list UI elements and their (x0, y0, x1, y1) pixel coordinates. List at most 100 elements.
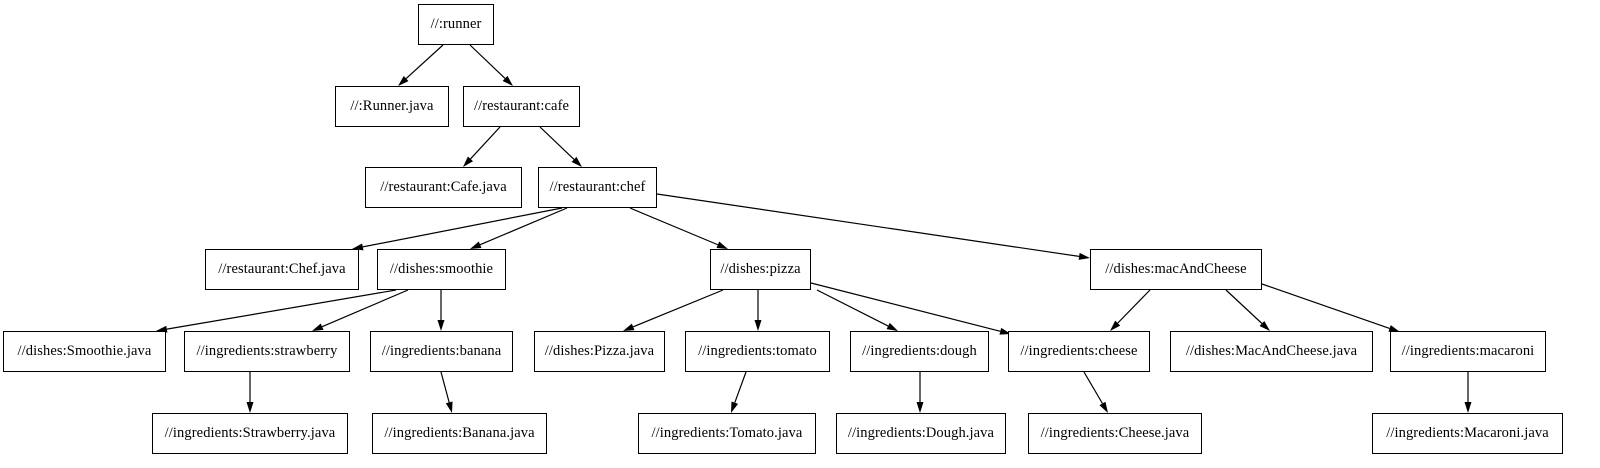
arrowhead-icon (1464, 402, 1472, 413)
edge-line (629, 207, 719, 246)
graph-node-ingredients-cheese-java[interactable]: //ingredients:Cheese.java (1028, 413, 1202, 454)
graph-node-label: //:runner (430, 16, 482, 33)
graph-node-label: //ingredients:banana (381, 343, 502, 360)
graph-node-label: //dishes:Smoothie.java (17, 343, 152, 360)
graph-node-ingredients-tomato-java[interactable]: //ingredients:Tomato.java (638, 413, 816, 454)
graph-node-label: //:Runner.java (350, 98, 434, 115)
graph-node-restaurant-cafe-java[interactable]: //restaurant:Cafe.java (365, 167, 522, 208)
arrowhead-icon (470, 241, 482, 249)
edge-line (656, 193, 1080, 257)
graph-node-dishes-smoothie-java[interactable]: //dishes:Smoothie.java (3, 331, 166, 372)
arrowhead-icon (1099, 401, 1108, 413)
edge-line (1225, 289, 1263, 324)
graph-node-label: //ingredients:Strawberry.java (164, 425, 336, 442)
graph-node-dishes-macandcheese-java[interactable]: //dishes:MacAndCheese.java (1170, 331, 1373, 372)
graph-edge-dishes-pizza-to-ingredients-dough (816, 289, 898, 331)
graph-node-label: //ingredients:macaroni (1401, 343, 1535, 360)
edge-line (440, 371, 450, 403)
edge-line (479, 207, 568, 246)
graph-node-ingredients-tomato[interactable]: //ingredients:tomato (685, 331, 830, 372)
graph-node-dishes-pizza-java[interactable]: //dishes:Pizza.java (534, 331, 665, 372)
edge-line (1083, 371, 1103, 404)
graph-edge-restaurant-cafe-to-restaurant-cafe-java (463, 126, 501, 167)
graph-node-ingredients-cheese[interactable]: //ingredients:cheese (1008, 331, 1150, 372)
graph-node-ingredients-banana-java[interactable]: //ingredients:Banana.java (372, 413, 547, 454)
arrowhead-icon (571, 156, 582, 167)
graph-edge-dishes-smoothie-to-ingredients-banana (437, 290, 445, 331)
arrowhead-icon (1259, 320, 1270, 331)
arrowhead-icon (623, 323, 635, 331)
graph-edge-ingredients-macaroni-to-ingredients-macaroni-java (1464, 372, 1472, 413)
edge-line (1117, 289, 1151, 324)
graph-node-label: //ingredients:cheese (1020, 343, 1138, 360)
edge-line (405, 44, 444, 80)
graph-edge-dishes-macandcheese-to-ingredients-cheese (1110, 289, 1151, 331)
arrowhead-icon (246, 402, 254, 413)
graph-node-label: //ingredients:tomato (698, 343, 817, 360)
arrowhead-icon (445, 401, 453, 413)
graph-node-restaurant-cafe[interactable]: //restaurant:cafe (463, 86, 580, 127)
graph-edge-runner-to-restaurant-cafe (469, 44, 513, 86)
graph-edge-dishes-macandcheese-to-dishes-macandcheese-java (1225, 289, 1270, 331)
graph-node-ingredients-banana[interactable]: //ingredients:banana (370, 331, 513, 372)
edge-line (810, 282, 1001, 332)
graph-node-label: //dishes:pizza (720, 261, 801, 278)
arrowhead-icon (1078, 252, 1090, 260)
graph-edge-restaurant-chef-to-dishes-smoothie (470, 207, 568, 249)
arrowhead-icon (731, 401, 739, 413)
edge-line (470, 126, 501, 160)
arrowhead-icon (754, 320, 762, 331)
edge-line (816, 289, 889, 327)
graph-node-ingredients-strawberry-java[interactable]: //ingredients:Strawberry.java (152, 413, 348, 454)
arrowhead-icon (502, 75, 513, 86)
graph-node-runner-java[interactable]: //:Runner.java (335, 86, 449, 127)
graph-node-label: //dishes:Pizza.java (544, 343, 655, 360)
graph-node-label: //ingredients:Tomato.java (651, 425, 803, 442)
arrowhead-icon (716, 241, 728, 249)
graph-node-dishes-pizza[interactable]: //dishes:pizza (710, 249, 811, 290)
graph-node-ingredients-dough[interactable]: //ingredients:dough (850, 331, 989, 372)
graph-node-label: //restaurant:Chef.java (218, 261, 346, 278)
arrowhead-icon (916, 402, 924, 413)
edge-line (469, 44, 506, 79)
arrowhead-icon (398, 76, 409, 86)
graph-node-ingredients-macaroni-java[interactable]: //ingredients:Macaroni.java (1372, 413, 1563, 454)
graph-node-restaurant-chef-java[interactable]: //restaurant:Chef.java (205, 249, 359, 290)
graph-edge-dishes-pizza-to-ingredients-cheese (810, 282, 1011, 335)
graph-node-dishes-macandcheese[interactable]: //dishes:macAndCheese (1090, 249, 1262, 290)
arrowhead-icon (886, 322, 898, 331)
arrowhead-icon (463, 156, 474, 167)
graph-node-label: //ingredients:Dough.java (847, 425, 995, 442)
graph-edge-restaurant-cafe-to-restaurant-chef (539, 126, 582, 167)
graph-node-runner[interactable]: //:runner (418, 4, 494, 45)
graph-edge-runner-to-runner-java (398, 44, 444, 86)
graph-node-label: //restaurant:cafe (473, 98, 570, 115)
graph-edge-dishes-pizza-to-dishes-pizza-java (623, 289, 724, 331)
graph-edge-restaurant-chef-to-restaurant-chef-java (352, 207, 563, 251)
edge-line (362, 207, 563, 248)
edge-line (734, 371, 747, 403)
edge-line (166, 289, 397, 330)
graph-node-ingredients-dough-java[interactable]: //ingredients:Dough.java (836, 413, 1006, 454)
graph-edge-restaurant-chef-to-dishes-pizza (629, 207, 728, 249)
graph-edge-dishes-smoothie-to-ingredients-strawberry (312, 289, 409, 331)
arrowhead-icon (312, 323, 324, 331)
graph-node-restaurant-chef[interactable]: //restaurant:chef (538, 167, 657, 208)
graph-edge-dishes-pizza-to-ingredients-tomato (754, 290, 762, 331)
graph-node-ingredients-macaroni[interactable]: //ingredients:macaroni (1390, 331, 1546, 372)
graph-edge-ingredients-cheese-to-ingredients-cheese-java (1083, 371, 1108, 413)
arrowhead-icon (1110, 320, 1121, 331)
graph-edge-dishes-macandcheese-to-ingredients-macaroni (1261, 283, 1400, 332)
graph-node-label: //dishes:macAndCheese (1105, 261, 1247, 278)
graph-node-dishes-smoothie[interactable]: //dishes:smoothie (377, 249, 506, 290)
graph-node-ingredients-strawberry[interactable]: //ingredients:strawberry (184, 331, 350, 372)
graph-node-label: //ingredients:Macaroni.java (1386, 425, 1549, 442)
edge-line (321, 289, 409, 328)
edge-line (1261, 283, 1390, 329)
edge-line (632, 289, 724, 328)
graph-edge-dishes-smoothie-to-dishes-smoothie-java (156, 289, 397, 333)
graph-edge-ingredients-banana-to-ingredients-banana-java (440, 371, 453, 413)
graph-node-label: //ingredients:Cheese.java (1040, 425, 1190, 442)
graph-node-label: //dishes:smoothie (389, 261, 494, 278)
